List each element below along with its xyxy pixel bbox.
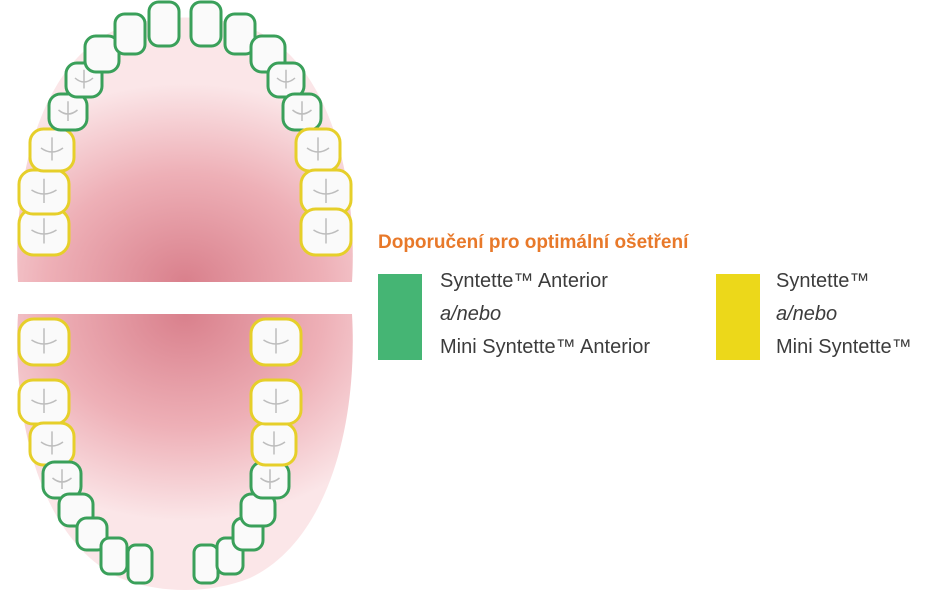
legend-item-posterior: Syntette™ a/nebo Mini Syntette™ (776, 265, 912, 364)
lower-tooth-4-fissure (52, 469, 72, 489)
upper-tooth-13-fissure (292, 101, 312, 121)
lower-tooth-6 (75, 516, 109, 552)
legend-title: Doporučení pro optimální ošetření (378, 232, 689, 253)
lower-teeth (17, 317, 303, 585)
upper-tooth-5-fissure (74, 69, 94, 89)
lower-tooth-1-fissure (31, 328, 57, 354)
upper-tooth-12-fissure (276, 69, 296, 89)
lower-tooth-3-fissure (40, 431, 64, 455)
lower-tooth-7 (99, 536, 129, 576)
upper-tooth-9 (189, 0, 223, 48)
upper-tooth-14-fissure (306, 137, 330, 161)
upper-tooth-3-fissure (40, 137, 64, 161)
lower-tooth-14-fissure (262, 431, 286, 455)
upper-tooth-10 (223, 12, 257, 56)
legend-item-posterior-conjunction: a/nebo (776, 303, 838, 325)
upper-tooth-7 (113, 12, 147, 56)
lower-tooth-2-fissure (31, 388, 57, 413)
upper-tooth-4-fissure (58, 101, 78, 121)
upper-tooth-1-fissure (31, 218, 57, 244)
upper-tooth-2-fissure (31, 178, 57, 203)
lower-tooth-13-fissure (260, 469, 280, 489)
upper-teeth (17, 0, 353, 257)
yellow-swatch (716, 274, 760, 360)
upper-tooth-15-fissure (313, 178, 339, 203)
legend-item-anterior-line1: Syntette™ Anterior (440, 270, 608, 292)
lower-tooth-15-fissure (263, 388, 289, 413)
legend-item-anterior-conjunction: a/nebo (440, 303, 502, 325)
legend-item-posterior-line1: Syntette™ (776, 270, 870, 292)
legend-item-anterior-line3: Mini Syntette™ Anterior (440, 336, 651, 358)
lower-tooth-9 (192, 543, 220, 585)
legend-item-anterior: Syntette™ Anterior a/nebo Mini Syntette™… (440, 265, 650, 364)
dental-arches (17, 0, 353, 590)
lower-tooth-16-fissure (263, 328, 289, 354)
upper-tooth-8 (147, 0, 181, 48)
legend-item-posterior-line3: Mini Syntette™ (776, 336, 912, 358)
green-swatch (378, 274, 422, 360)
upper-tooth-16-fissure (313, 218, 339, 244)
lower-tooth-8 (126, 543, 154, 585)
